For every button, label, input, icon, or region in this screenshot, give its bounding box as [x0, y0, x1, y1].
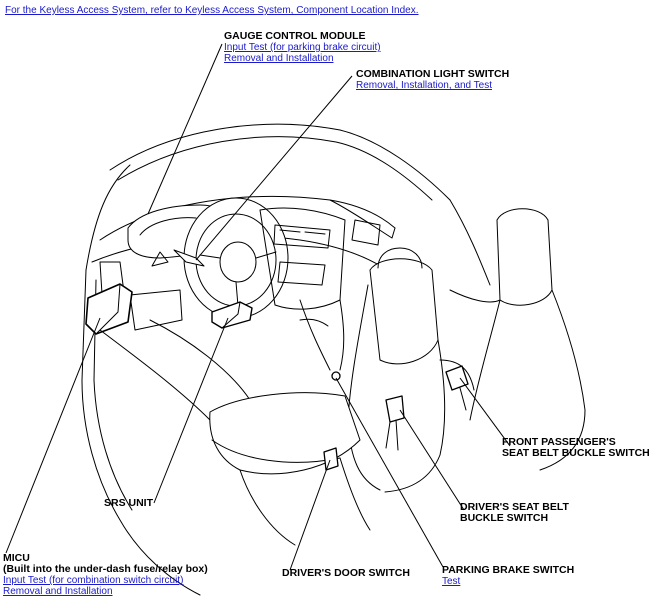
micu-box	[85, 283, 133, 335]
driver-seat-back	[369, 258, 439, 365]
steering-wheel	[183, 197, 289, 319]
drivers-buckle-line2: BUCKLE SWITCH	[460, 512, 549, 524]
micu-removal-link[interactable]: Removal and Installation	[3, 586, 113, 597]
parking-brake-switch-label: PARKING BRAKE SWITCH Test	[442, 564, 575, 588]
leader-door	[289, 459, 331, 571]
front-passenger-line2: SEAT BELT BUCKLE SWITCH	[502, 447, 650, 459]
srs-unit-title: SRS UNIT	[104, 497, 154, 509]
micu-label: MICU (Built into the under-dash fuse/rel…	[3, 552, 208, 598]
leader-combination	[195, 75, 353, 261]
passenger-seat-back	[496, 208, 553, 306]
gauge-control-module-title: GAUGE CONTROL MODULE	[224, 30, 366, 42]
leader-drivers-belt	[399, 409, 465, 511]
micu-title: MICU	[3, 552, 30, 564]
micu-subtitle: (Built into the under-dash fuse/relay bo…	[3, 563, 208, 575]
passenger-buckle	[445, 365, 469, 391]
gauge-control-module-label: GAUGE CONTROL MODULE Input Test (for par…	[224, 30, 381, 65]
drivers-buckle-label: DRIVER'S SEAT BELT BUCKLE SWITCH	[460, 502, 569, 524]
keyless-access-link[interactable]: For the Keyless Access System, refer to …	[5, 5, 419, 16]
drivers-buckle-line1: DRIVER'S SEAT BELT	[460, 501, 569, 513]
center-stack	[259, 207, 346, 310]
micu-input-test-link[interactable]: Input Test (for combination switch circu…	[3, 575, 184, 586]
door-panel	[81, 269, 201, 596]
combination-light-switch-title: COMBINATION LIGHT SWITCH	[356, 68, 510, 80]
front-passenger-buckle-label: FRONT PASSENGER'S SEAT BELT BUCKLE SWITC…	[502, 437, 650, 459]
drivers-door-switch-title: DRIVER'S DOOR SWITCH	[282, 567, 410, 579]
gauge-input-test-link[interactable]: Input Test (for parking brake circuit)	[224, 42, 381, 53]
gauge-removal-link[interactable]: Removal and Installation	[224, 53, 334, 64]
leader-parking	[335, 377, 444, 568]
driver-seat-cushion	[209, 392, 361, 475]
leader-srs	[153, 317, 229, 504]
srs-unit-label: SRS UNIT	[104, 498, 153, 509]
windshield-frame	[109, 123, 451, 201]
parking-brake-test-link[interactable]: Test	[442, 576, 461, 587]
leader-gauge	[147, 43, 223, 215]
leader-front-passenger	[459, 377, 511, 447]
combination-removal-link[interactable]: Removal, Installation, and Test	[356, 80, 493, 91]
parking-brake-switch	[331, 371, 341, 381]
driver-buckle	[385, 395, 405, 423]
parking-brake-switch-title: PARKING BRAKE SWITCH	[442, 564, 575, 576]
front-passenger-line1: FRONT PASSENGER'S	[502, 436, 616, 448]
door-switch	[323, 447, 339, 471]
combination-light-switch-label: COMBINATION LIGHT SWITCH Removal, Instal…	[356, 68, 510, 92]
leader-micu	[5, 317, 101, 554]
light-switch-stalk	[173, 249, 205, 267]
drivers-door-switch-label: DRIVER'S DOOR SWITCH	[282, 568, 410, 579]
